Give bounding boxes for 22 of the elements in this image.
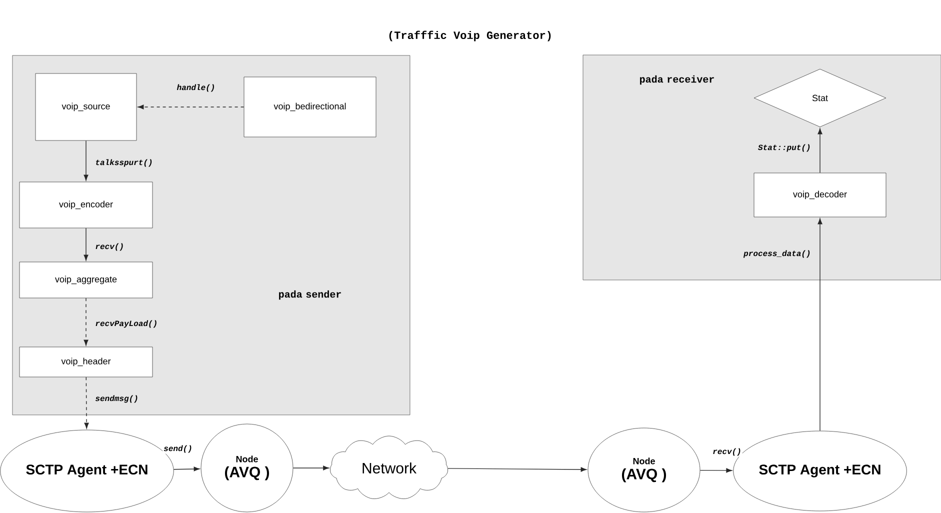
network-cloud: Network [330,436,448,499]
process-box: voip_bedirectional [244,76,376,138]
arrow [700,468,732,473]
title: (Trafffic Voip Generator) [389,30,551,42]
arrow [84,140,88,181]
process-box: voip_aggregate [19,262,153,298]
arrow [818,128,822,174]
process-box: voip_encoder [19,182,153,228]
arrow [818,218,822,432]
edge-label: recv() [712,447,742,457]
arrow [448,467,587,472]
process-box: voip_source [35,73,137,141]
process-box: voip_header [19,346,153,378]
edge-label: sendmsg() [94,394,140,404]
arrow [138,104,244,110]
arrow [84,376,89,429]
arrow [292,466,329,470]
edge-label: send() [162,444,194,454]
arrow [84,298,88,346]
arrow [84,228,88,261]
process-box: voip_decoder [754,172,886,218]
arrow [173,466,200,472]
